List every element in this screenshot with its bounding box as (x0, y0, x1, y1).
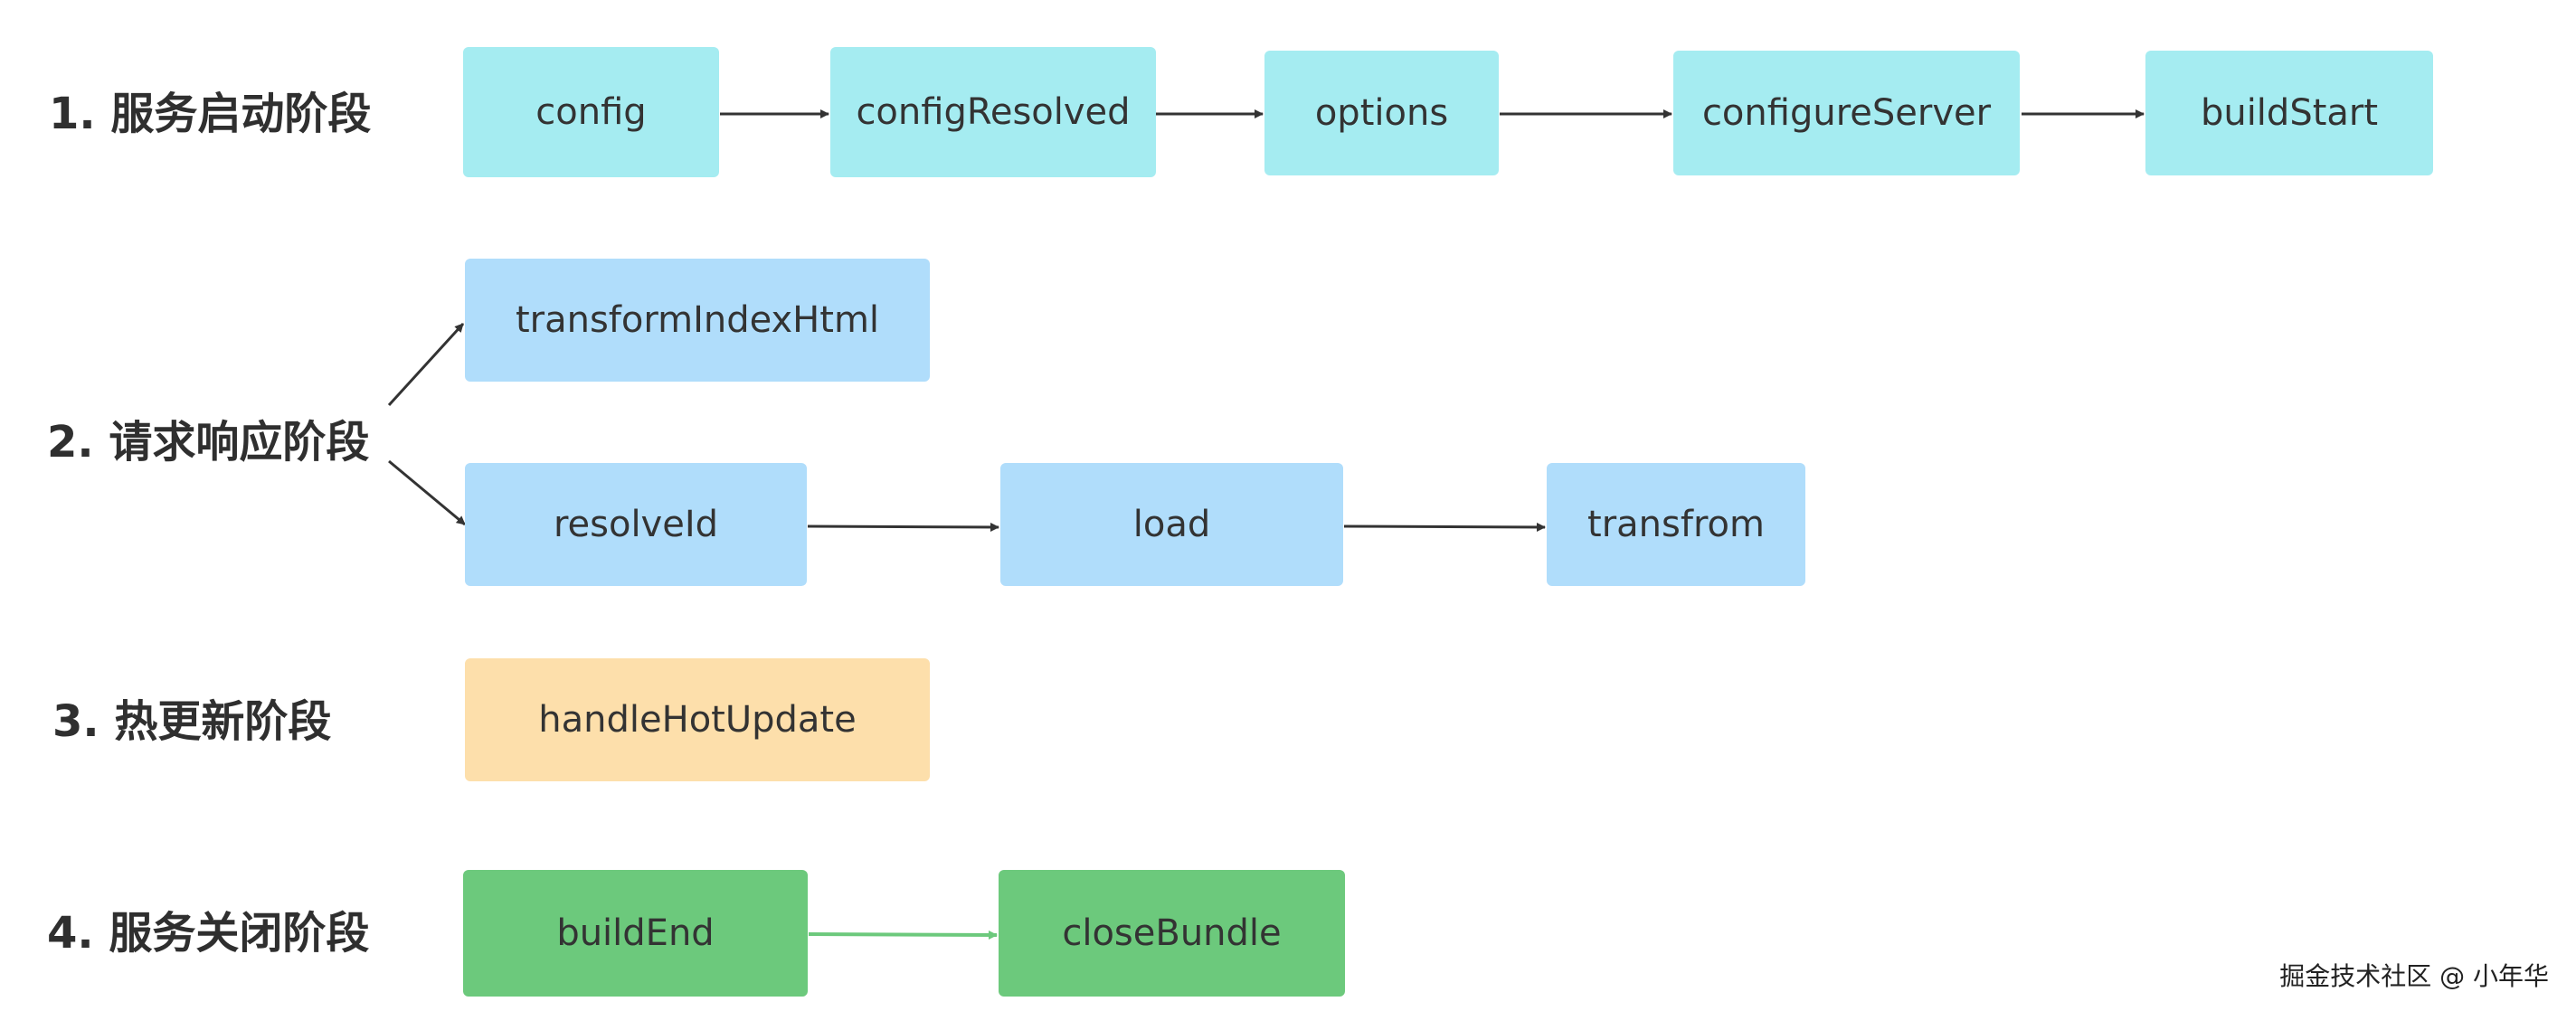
arrow-stage2-to-transformindexhtml (387, 322, 465, 407)
arrow-resolveid-to-load (807, 522, 999, 532)
stage-label-hot-update: 3. 热更新阶段 (52, 696, 332, 747)
node-resolveid: resolveId (465, 463, 807, 586)
stage-label-shutdown: 4. 服务关闭阶段 (47, 908, 370, 959)
node-closebundle: closeBundle (999, 870, 1345, 997)
arrow-load-to-transfrom (1343, 522, 1546, 532)
node-buildend: buildEnd (463, 870, 808, 997)
node-configresolved: configResolved (830, 47, 1156, 177)
node-buildstart: buildStart (2145, 51, 2433, 175)
node-load: load (1000, 463, 1343, 586)
watermark: 掘金技术社区 @ 小年华 (2279, 961, 2549, 991)
node-config: config (463, 47, 719, 177)
node-handlehotupdate: handleHotUpdate (465, 658, 930, 781)
arrow-buildend-to-closebundle (808, 930, 998, 940)
node-transfrom: transfrom (1547, 463, 1805, 586)
node-transformindexhtml: transformIndexHtml (465, 259, 930, 382)
arrow-stage2-to-resolveid (388, 459, 466, 526)
stage-label-request: 2. 请求响应阶段 (47, 417, 370, 468)
stage-label-startup: 1. 服务启动阶段 (49, 89, 372, 139)
node-options: options (1264, 51, 1499, 175)
node-configureserver: configureServer (1673, 51, 2020, 175)
